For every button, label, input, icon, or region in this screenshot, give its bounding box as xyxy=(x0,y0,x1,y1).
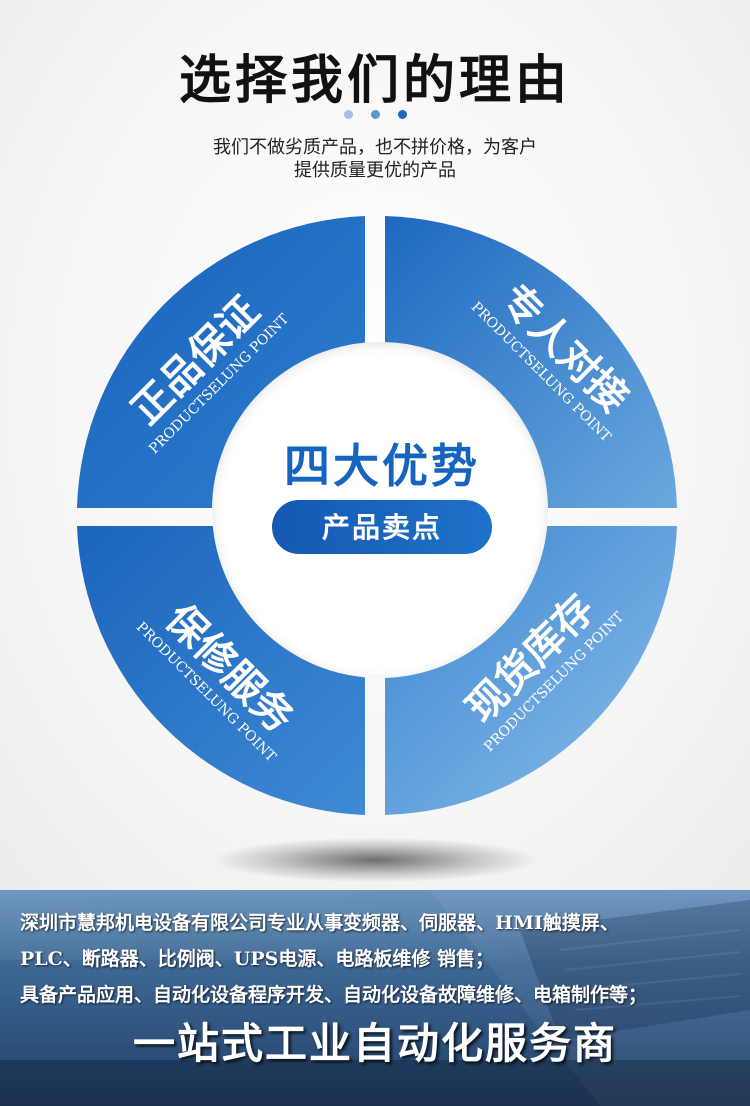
banner-line-2: PLC、断路器、比例阀、UPS电源、电路板维修 销售； xyxy=(20,948,494,970)
top-section: 选择我们的理由 我们不做劣质产品，也不拼价格，为客户 提供质量更优的产品 xyxy=(0,0,750,890)
banner-line-1: 深圳市慧邦机电设备有限公司专业从事变频器、伺服器、HMI触摸屏、 xyxy=(20,912,619,934)
title-dots xyxy=(0,110,750,119)
dot-2 xyxy=(370,110,380,119)
wheel-shadow xyxy=(215,838,535,882)
center-badge xyxy=(272,500,492,554)
banner-slogan: 一站式工业自动化服务商 xyxy=(132,1019,617,1068)
subtitle-line-2: 提供质量更优的产品 xyxy=(294,160,456,181)
subtitle-line-1: 我们不做劣质产品，也不拼价格，为客户 xyxy=(213,137,537,158)
page-title: 选择我们的理由 xyxy=(178,51,571,111)
center-badge-label: 产品卖点 xyxy=(322,511,442,544)
page-subtitle: 我们不做劣质产品，也不拼价格，为客户 提供质量更优的产品 xyxy=(150,136,600,182)
advantage-wheel: 四大优势 产品卖点 正品保证 PRODUCTSELUNG POINT 专人对接 … xyxy=(77,216,677,815)
dot-3 xyxy=(397,110,407,119)
center-title: 四大优势 xyxy=(284,439,480,493)
company-banner: 深圳市慧邦机电设备有限公司专业从事变频器、伺服器、HMI触摸屏、 PLC、断路器… xyxy=(0,890,750,1106)
dot-1 xyxy=(343,110,353,119)
banner-line-3: 具备产品应用、自动化设备程序开发、自动化设备故障维修、电箱制作等； xyxy=(20,984,648,1006)
banner-background-graphic xyxy=(0,890,750,1106)
